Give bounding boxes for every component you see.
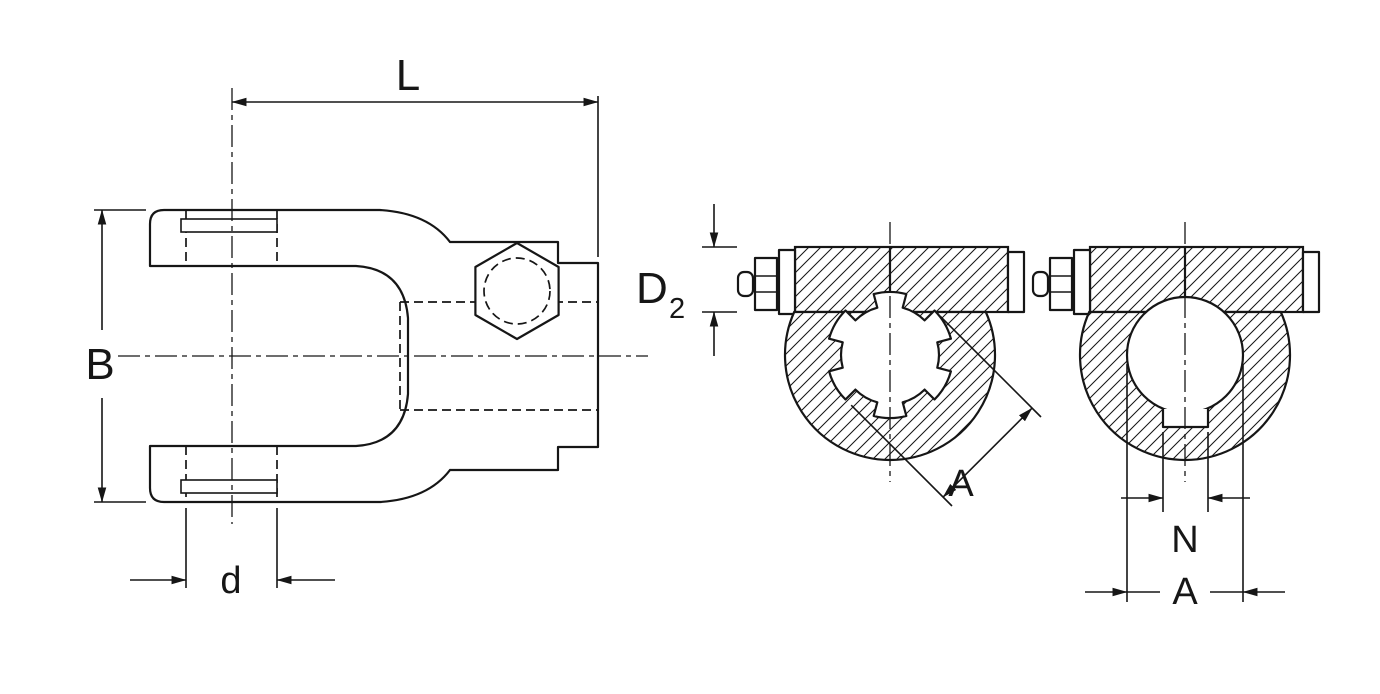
dimension-D2: D 2 xyxy=(636,204,737,356)
yoke-centerlines xyxy=(118,88,648,524)
bolt-washer xyxy=(777,248,797,316)
dimension-N: N xyxy=(1121,432,1250,561)
bearing-bushing-top xyxy=(180,218,278,233)
hub-body-round xyxy=(1078,222,1292,482)
hub-hatch xyxy=(785,291,995,460)
dim-label-A-spline: A xyxy=(948,463,974,505)
bolt-head xyxy=(1006,250,1026,314)
dim-label-N: N xyxy=(1171,519,1198,561)
dimension-A-bore: A xyxy=(1085,364,1285,613)
section-spline-bore: D 2 A xyxy=(636,204,1042,507)
dimension-B: B xyxy=(85,209,146,503)
section-round-bore: N A xyxy=(1031,222,1321,613)
hub-outline xyxy=(1078,310,1292,462)
dim-A-extension-2 xyxy=(939,315,1042,418)
clamp-bolt xyxy=(736,248,1026,316)
dim-A-extension-1 xyxy=(850,404,953,507)
bolt-nut-facets xyxy=(755,275,777,293)
dim-label-L: L xyxy=(396,51,420,100)
bolt-nut xyxy=(753,256,779,312)
dimension-L: L xyxy=(231,51,599,257)
yoke-side-view: L B d xyxy=(85,51,648,602)
dimension-d: d xyxy=(130,508,335,602)
bolt-head xyxy=(1301,250,1321,314)
bearing-bushing-bottom xyxy=(180,479,278,494)
bolt-washer xyxy=(1072,248,1092,316)
bolt-nut xyxy=(1048,256,1074,312)
dim-label-D: D xyxy=(636,264,668,313)
dim-A-line xyxy=(942,407,1033,498)
dim-label-d: d xyxy=(220,560,241,602)
hub-body-spline xyxy=(783,222,997,482)
hub-outline xyxy=(783,310,997,462)
hex-bolt xyxy=(474,241,560,341)
hub-hatch xyxy=(1080,297,1290,460)
clamp-bar-spline xyxy=(793,245,1010,314)
dim-label-B: B xyxy=(85,340,114,389)
dimension-A-spline: A xyxy=(850,315,1042,507)
clamp-bolt xyxy=(1031,248,1321,316)
bolt-tip xyxy=(1031,270,1050,298)
bolt-nut-facets xyxy=(1050,275,1072,293)
dim-label-D-sub: 2 xyxy=(669,293,685,325)
bolt-tip xyxy=(736,270,755,298)
dim-label-A-bore: A xyxy=(1172,571,1198,613)
hex-bolt-hidden-circle xyxy=(483,257,551,325)
